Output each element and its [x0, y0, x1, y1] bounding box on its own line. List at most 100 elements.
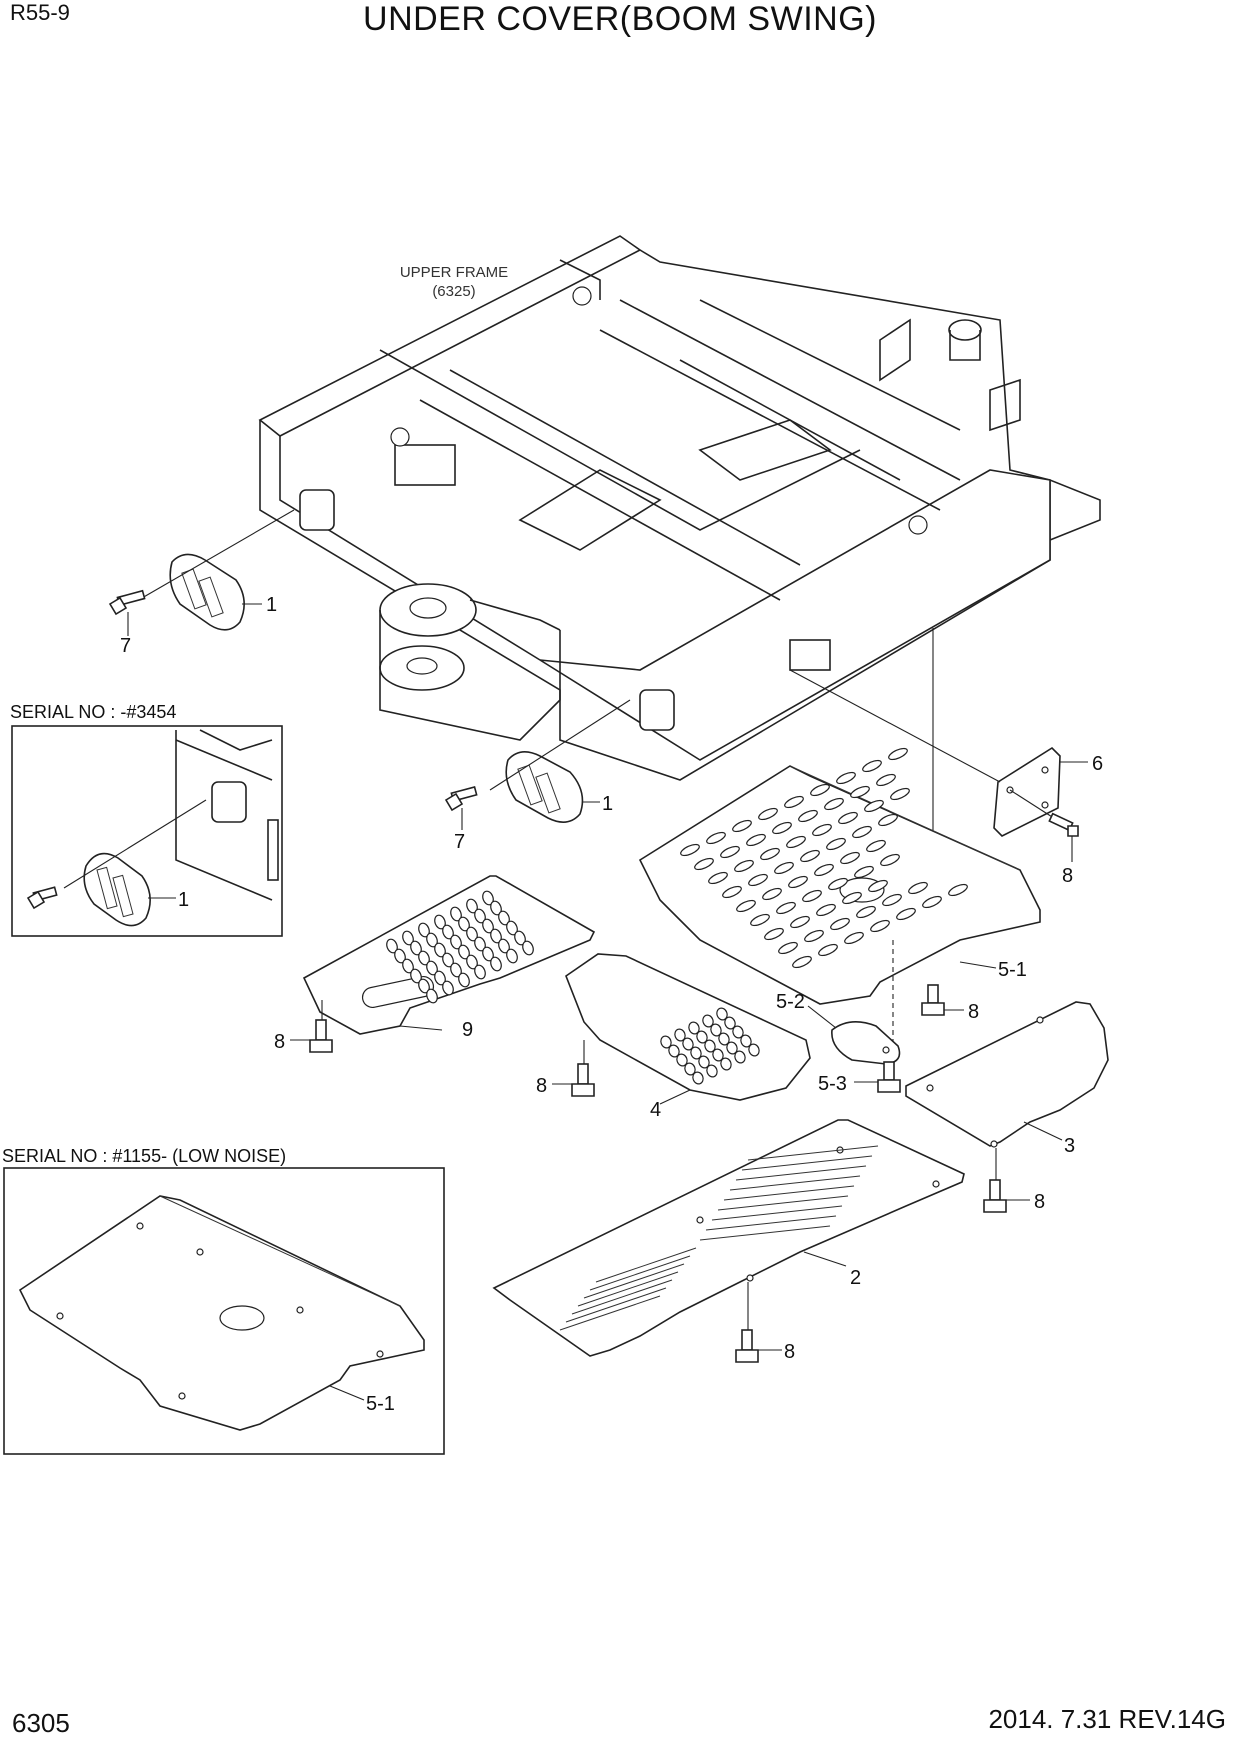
perforation [734, 1050, 746, 1064]
perforation [778, 941, 798, 955]
callout-3: 3 [1064, 1135, 1075, 1157]
perforation [712, 1048, 724, 1062]
perforation [826, 837, 846, 851]
perforation [814, 863, 834, 877]
plate-5-2 [807, 1005, 901, 1065]
louver-slat [705, 1215, 837, 1231]
perforation [690, 1046, 702, 1060]
perforation [776, 901, 796, 915]
perforation [748, 1043, 760, 1057]
cover-4 [565, 953, 811, 1105]
perforation [708, 871, 728, 885]
callout-1-top: 1 [266, 594, 277, 616]
cover-3 [905, 1001, 1109, 1148]
perforation [706, 1064, 718, 1078]
perforation [760, 847, 780, 861]
inset-a-box [11, 725, 283, 937]
bolt-8-two [735, 1282, 782, 1363]
louver-slat [577, 1271, 679, 1307]
perforation [734, 859, 754, 873]
perforation [490, 956, 502, 972]
louver-slat [741, 1155, 873, 1171]
perforation [736, 899, 756, 913]
cover-6 [789, 669, 1088, 837]
perforation [854, 865, 874, 879]
perforation [882, 893, 902, 907]
callout-1-inset: 1 [178, 889, 189, 911]
perforation [842, 891, 862, 905]
perforation [798, 809, 818, 823]
perforation [458, 972, 470, 988]
perforation [876, 773, 896, 787]
perforation [722, 885, 742, 899]
perforation [880, 853, 900, 867]
bolt-5-3 [854, 1061, 901, 1093]
perforation [816, 903, 836, 917]
perforation [866, 839, 886, 853]
perforation [692, 1071, 704, 1085]
perforation [694, 857, 714, 871]
perforation [704, 1039, 716, 1053]
perforation [790, 915, 810, 929]
upper-frame-drawing [258, 235, 1101, 781]
perforation [862, 759, 882, 773]
bolt-8-right [1009, 789, 1079, 862]
upper-frame-label: UPPER FRAME [400, 264, 508, 281]
perforation [442, 980, 454, 996]
bolt-8-mid [921, 984, 964, 1016]
bolt-7-mid [444, 786, 478, 830]
perforation [810, 783, 830, 797]
perforation [922, 895, 942, 909]
callout-8-left: 8 [274, 1031, 285, 1053]
perforation [830, 917, 850, 931]
cover-5-1-grille [680, 747, 968, 969]
cover-1-mid [489, 699, 631, 823]
callout-8-four: 8 [536, 1075, 547, 1097]
louver-slat [735, 1165, 867, 1181]
cover-2 [492, 1119, 965, 1357]
perforation [724, 1016, 736, 1030]
page-number: 6305 [12, 1708, 70, 1738]
perforation [732, 1025, 744, 1039]
cover-4-grille [660, 1007, 760, 1085]
perforation [774, 861, 794, 875]
cover-1-top [141, 509, 295, 631]
bolt-8-four [552, 1040, 595, 1097]
perforation [852, 825, 872, 839]
callout-8-mid: 8 [968, 1001, 979, 1023]
louver-slat [729, 1175, 861, 1191]
callout-1-mid: 1 [602, 793, 613, 815]
perforation [908, 881, 928, 895]
perforation [688, 1021, 700, 1035]
inset-b-cover-5-1 [18, 1195, 425, 1431]
model-number: R55-9 [10, 0, 70, 25]
perforation [762, 887, 782, 901]
callout-5-1: 5-1 [998, 959, 1027, 981]
perforation [426, 988, 438, 1004]
perforation [522, 940, 534, 956]
perforation [878, 813, 898, 827]
louver-slat [565, 1287, 667, 1323]
perforation [764, 927, 784, 941]
perforation [792, 955, 812, 969]
perforation [680, 843, 700, 857]
louver-slat [717, 1195, 849, 1211]
callout-2: 2 [850, 1267, 861, 1289]
perforation [784, 795, 804, 809]
perforation [888, 747, 908, 761]
perforation [836, 771, 856, 785]
cover-9-grille [386, 890, 534, 1004]
perforation [818, 943, 838, 957]
revision-date: 2014. 7.31 REV.14G [988, 1704, 1226, 1734]
perforation [800, 849, 820, 863]
perforation [838, 811, 858, 825]
perforation [696, 1030, 708, 1044]
perforation [850, 785, 870, 799]
perforation [474, 964, 486, 980]
perforation [824, 797, 844, 811]
callout-5-2: 5-2 [776, 991, 805, 1013]
perforation [748, 873, 768, 887]
perforation [720, 1057, 732, 1071]
louver-slat [723, 1185, 855, 1201]
callout-8-right: 8 [1062, 865, 1073, 887]
